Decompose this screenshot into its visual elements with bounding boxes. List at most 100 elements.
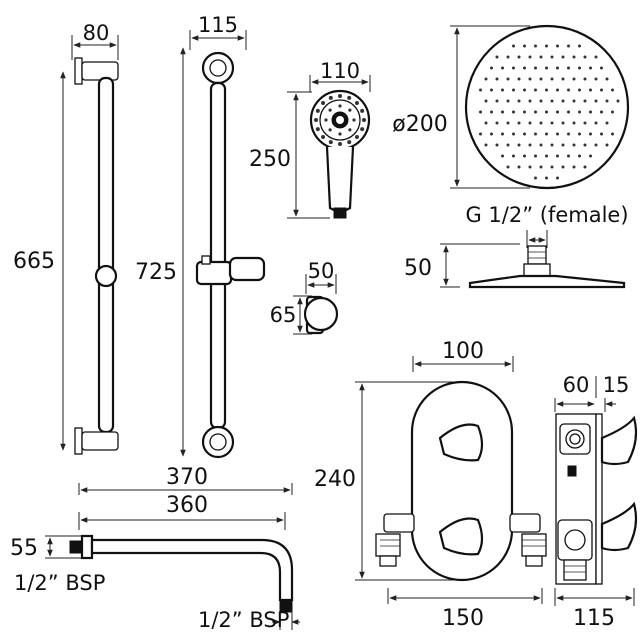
nozzle-dot (484, 99, 488, 103)
dim-label-60: 60 (563, 373, 590, 397)
nozzle-dot (572, 55, 576, 59)
dim-label-65: 65 (270, 303, 297, 327)
nozzle-dot (583, 77, 587, 81)
nozzle-dot (506, 99, 510, 103)
nozzle-dot (594, 99, 598, 103)
nozzle-dot (501, 88, 504, 92)
handset-nozzle-dot (321, 134, 326, 139)
nozzle-dot (534, 110, 537, 114)
nozzle-dot (534, 66, 537, 70)
dim-label-240: 240 (314, 467, 356, 492)
rail-bar (97, 76, 115, 434)
nozzle-dot (512, 44, 515, 48)
dim-label-50-outlet: 50 (308, 259, 335, 283)
wall-bracket-bottom (74, 427, 83, 455)
dim-label-55: 55 (10, 536, 38, 561)
nozzle-dot (534, 154, 537, 158)
nozzle-dot (512, 132, 515, 136)
arm-head-thread (279, 599, 293, 613)
nozzle-dot (589, 110, 592, 114)
nozzle-dot (594, 55, 598, 59)
arm-pipe (90, 538, 294, 602)
nozzle-dot (484, 77, 488, 81)
handset-nozzle-dot (348, 128, 352, 132)
shower-head-side: 50 (404, 230, 626, 289)
nozzle-dot (561, 165, 565, 169)
dim-label-250: 250 (249, 147, 291, 172)
nozzle-dot (479, 110, 482, 114)
nozzle-dot (572, 99, 576, 103)
nozzle-dot (534, 132, 537, 136)
dim-label-150: 150 (442, 606, 484, 631)
nozzle-dot (567, 44, 570, 48)
nozzle-dot (534, 44, 537, 48)
nozzle-dot (528, 121, 532, 125)
nozzle-dot (528, 165, 532, 169)
head-plate (464, 24, 630, 190)
nozzle-dot (589, 88, 592, 92)
valve-side: 60 15 115 (554, 373, 638, 631)
valve-front: 100 240 150 (314, 339, 547, 631)
nozzle-dot (506, 77, 510, 81)
nozzle-dot (495, 121, 499, 125)
nozzle-dot (490, 66, 493, 70)
handset-nozzle-dot (321, 101, 326, 106)
dim-label-725: 725 (135, 260, 177, 285)
nozzle-dot (495, 77, 499, 81)
arm-thread-label-wall: 1/2” BSP (14, 571, 105, 595)
handset-connector (333, 207, 347, 219)
nozzle-dot (561, 77, 565, 81)
handset-holder (228, 256, 266, 282)
nozzle-dot (523, 154, 526, 158)
nozzle-dot (484, 121, 488, 125)
nozzle-dot (578, 44, 581, 48)
nozzle-dot (567, 66, 570, 70)
arm-flange (80, 534, 94, 560)
nozzle-dot (512, 88, 515, 92)
nozzle-dot (528, 77, 532, 81)
dim-label-200: ø200 (392, 112, 447, 137)
nozzle-dot (572, 77, 576, 81)
rail-bar (209, 81, 227, 430)
handset-nozzle-dot (328, 128, 332, 132)
nozzle-dot (523, 66, 526, 70)
pipe-nut (525, 555, 543, 567)
nozzle-dot (589, 154, 592, 158)
nozzle-dot (589, 66, 592, 70)
dim-label-100: 100 (442, 339, 484, 364)
nozzle-dot (539, 55, 543, 59)
nozzle-dot (583, 99, 587, 103)
nozzle-dot (589, 132, 592, 136)
nozzle-dot (572, 165, 576, 169)
wall-outlet: 50 65 (270, 259, 339, 335)
dim-label-370: 370 (166, 465, 208, 490)
pipe-elbow (375, 533, 401, 557)
nozzle-dot (605, 121, 609, 125)
handset-nozzle-dot (338, 104, 342, 108)
nozzle-dot (578, 132, 581, 136)
nozzle-dot (523, 132, 526, 136)
nozzle-dot (556, 132, 559, 136)
valve-handle-bottom (438, 517, 484, 556)
nozzle-dot (506, 143, 510, 147)
arm-wall-thread (69, 540, 83, 554)
nozzle-dot (572, 143, 576, 147)
nozzle-dot (523, 110, 526, 114)
dim-label-15: 15 (603, 373, 630, 397)
nozzle-dot (611, 88, 614, 92)
handset: 110 250 (249, 59, 371, 219)
handset-nozzle-dot (360, 108, 365, 113)
nozzle-dot (545, 132, 548, 136)
nozzle-dot (583, 165, 587, 169)
valve-union (563, 559, 587, 581)
nozzle-dot (512, 66, 515, 70)
nozzle-dot (578, 154, 581, 158)
nozzle-dot (501, 132, 504, 136)
nozzle-dot (600, 110, 603, 114)
handset-nozzle-dot (328, 95, 333, 100)
nozzle-dot (583, 55, 587, 59)
handset-nozzle-dot (338, 142, 342, 146)
handset-nozzle-dot (328, 140, 333, 145)
